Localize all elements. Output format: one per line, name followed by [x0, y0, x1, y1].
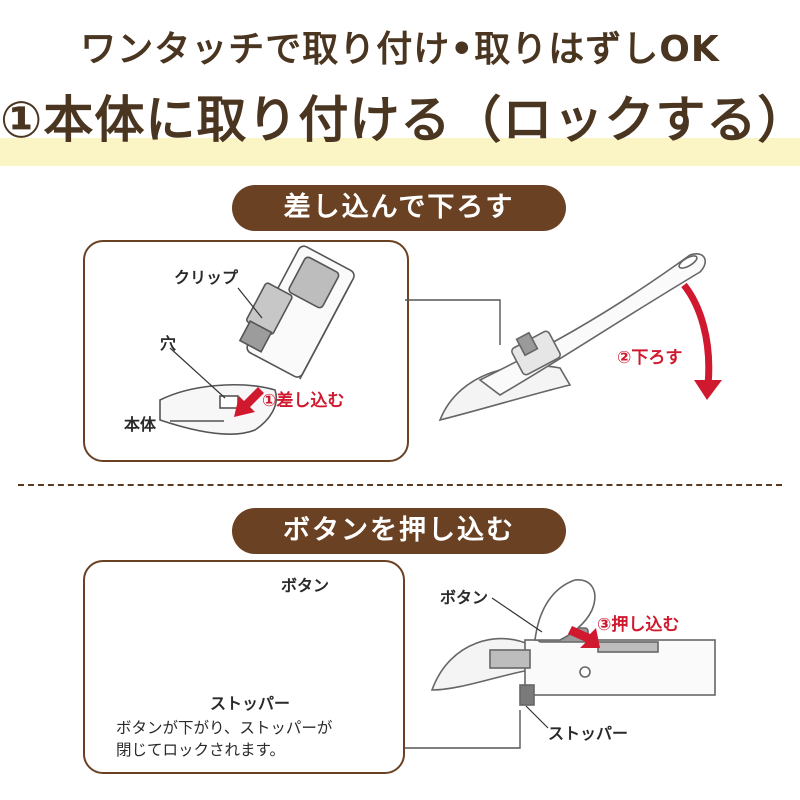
insert-arrow	[234, 387, 264, 417]
label-lower: ②下ろす	[617, 348, 683, 368]
step1-detail-drawing	[159, 245, 355, 435]
section-divider	[18, 484, 782, 486]
label-clip: クリップ	[174, 268, 239, 287]
note-line-2: 閉じてロックされます。	[116, 741, 285, 759]
title-highlight	[0, 138, 800, 166]
step1-heading: 差し込んで下ろす	[232, 185, 566, 231]
label-stopper-right: ストッパー	[548, 724, 629, 743]
label-button-right: ボタン	[440, 588, 489, 607]
label-insert: ①差し込む	[262, 391, 345, 411]
page-title: ①本体に取り付ける（ロックする）	[0, 91, 800, 149]
label-push: ③押し込む	[597, 615, 680, 635]
lower-arrow	[681, 282, 713, 386]
page-subtitle: ワンタッチで取り付け•取りはずしOK	[80, 29, 720, 70]
note-line-1: ボタンが下がり、ストッパーが	[116, 719, 333, 737]
label-button-left: ボタン	[281, 576, 330, 595]
label-hole: 穴	[160, 334, 177, 353]
step1-main-drawing	[438, 253, 706, 422]
label-stopper-left: ストッパー	[210, 694, 291, 713]
step2-heading: ボタンを押し込む	[232, 508, 566, 554]
label-body: 本体	[124, 415, 157, 434]
step2-detail-panel	[83, 560, 405, 774]
push-arrow	[568, 626, 600, 648]
